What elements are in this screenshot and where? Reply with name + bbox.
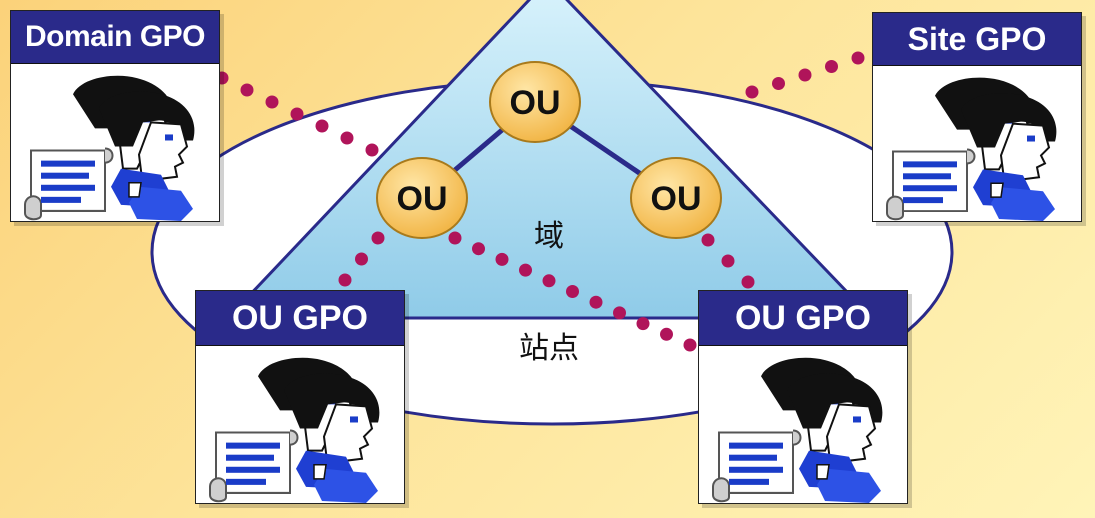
gpo-users-scroll-icon <box>196 346 404 503</box>
link-dot <box>338 273 352 287</box>
link-dot <box>371 231 385 245</box>
link-dot <box>240 83 254 97</box>
link-dot <box>721 254 735 268</box>
link-dot <box>519 263 532 277</box>
site-gpo-title: Site GPO <box>873 13 1081 66</box>
domain-label: 域 <box>534 219 564 254</box>
link-dot <box>365 143 379 157</box>
link-dot <box>825 60 838 73</box>
link-dot <box>660 327 673 341</box>
link-dot <box>636 317 650 331</box>
link-dot <box>542 274 556 288</box>
ou-node-label: OU <box>651 180 702 218</box>
ou-node-right: OU <box>630 157 722 239</box>
site-gpo-card: Site GPO <box>872 12 1082 222</box>
link-dot <box>745 85 759 99</box>
gpo-users-scroll-icon <box>11 64 219 221</box>
link-dot <box>741 275 755 289</box>
link-dot <box>589 295 603 309</box>
ou-gpo-card-left: OU GPO <box>195 290 405 504</box>
link-dot <box>315 119 329 133</box>
domain-gpo-card: Domain GPO <box>10 10 220 222</box>
link-dot <box>798 68 812 82</box>
gpo-link-dots <box>215 51 865 352</box>
ou-node-top: OU <box>489 61 581 143</box>
gpo-users-scroll-icon <box>873 66 1081 221</box>
link-dot <box>683 338 697 352</box>
link-dot <box>851 51 865 65</box>
ou-node-label: OU <box>397 180 448 218</box>
ou-gpo-title: OU GPO <box>699 291 907 346</box>
link-dot <box>448 231 462 245</box>
site-label: 站点 <box>519 331 579 366</box>
ou-gpo-card-right: OU GPO <box>698 290 908 504</box>
link-dot <box>566 285 579 298</box>
link-dot <box>495 252 509 266</box>
link-dot <box>772 77 785 90</box>
link-dot <box>472 242 485 256</box>
ou-node-label: OU <box>510 84 561 122</box>
gpo-users-scroll-icon <box>699 346 907 503</box>
link-dot <box>355 252 368 266</box>
domain-gpo-title: Domain GPO <box>11 11 219 64</box>
link-dot <box>340 131 354 145</box>
link-dot <box>265 95 279 109</box>
link-dot <box>290 107 304 121</box>
link-dot <box>613 306 626 320</box>
link-dot <box>701 233 715 247</box>
ou-node-left: OU <box>376 157 468 239</box>
ou-gpo-title: OU GPO <box>196 291 404 346</box>
